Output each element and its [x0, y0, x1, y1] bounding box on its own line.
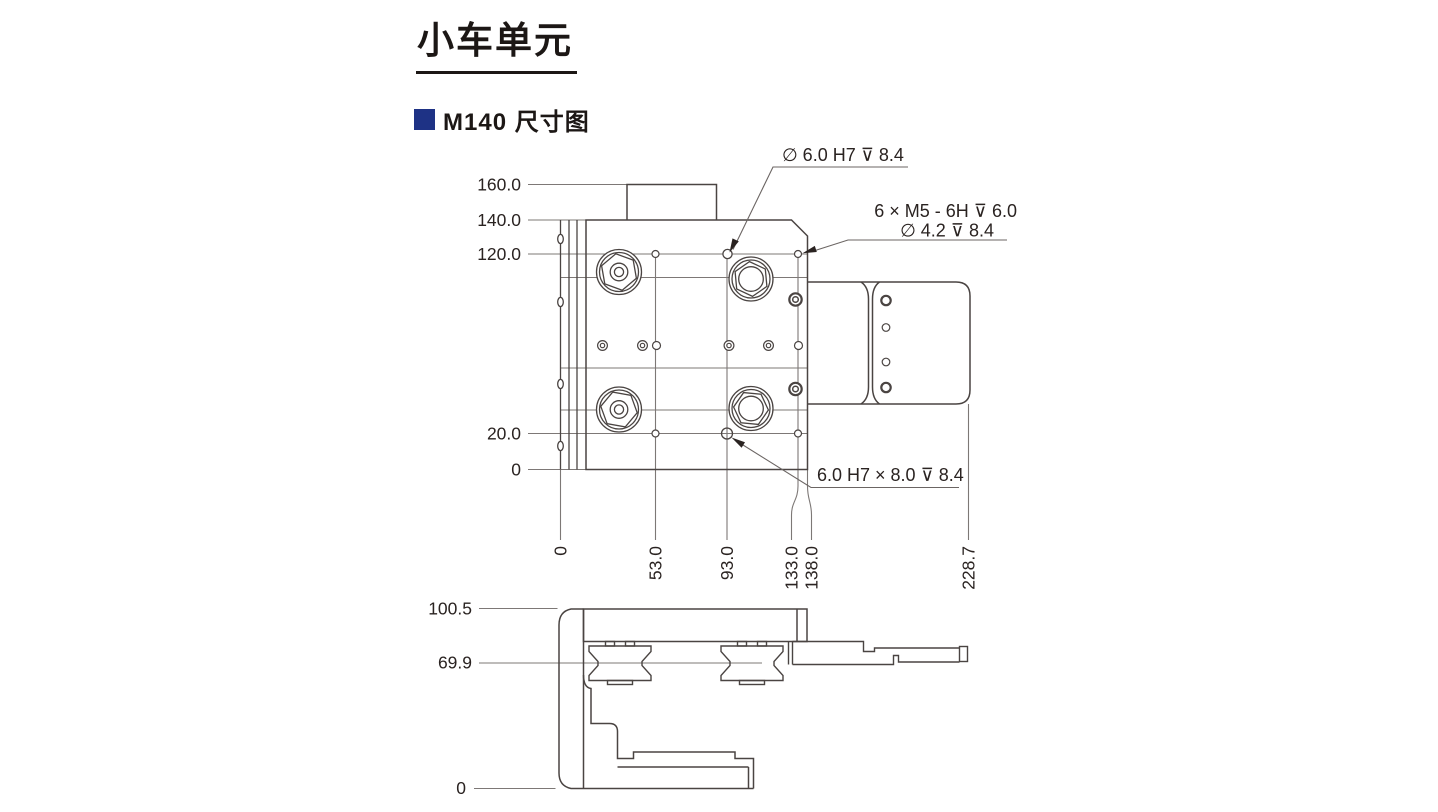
dim-label: 20.0: [487, 424, 521, 444]
dim-label: 0: [456, 778, 466, 798]
side-dim-labels: 100.5 69.9 0: [428, 599, 472, 799]
bracket-holes: [880, 294, 892, 394]
wheel-bolts: [595, 248, 774, 433]
dim-label: 0: [551, 546, 571, 556]
dim-label: 138.0: [802, 546, 822, 590]
dim-label: 133.0: [782, 546, 802, 590]
dim-labels-bottom: 0 53.0 93.0 133.0 138.0 228.7: [551, 546, 979, 590]
top-tab: [626, 183, 718, 220]
dim-labels-left: 160.0 140.0 120.0 20.0 0: [477, 175, 521, 480]
slab: [558, 608, 584, 790]
annotation-pin-hole: ∅ 6.0 H7 ⊽ 8.4: [782, 145, 904, 165]
rail-strip: [557, 220, 578, 470]
plate-holes: [596, 248, 804, 440]
annotation-leaders: [729, 166, 1007, 489]
annotation-texts: ∅ 6.0 H7 ⊽ 8.4 6 × M5 - 6H ⊽ 6.0 ∅ 4.2 ⊽…: [782, 145, 1017, 485]
dim-label: 0: [511, 460, 521, 480]
dim-label: 69.9: [438, 653, 472, 673]
plate-outline: [585, 183, 809, 471]
arrowhead: [729, 238, 739, 253]
v-rollers: [588, 640, 784, 686]
bracket-outline: [807, 281, 971, 405]
annotation-tapped-2: ∅ 4.2 ⊽ 8.4: [900, 221, 994, 241]
side-body-outline: [558, 608, 808, 790]
section-title: M140 尺寸图: [443, 109, 590, 136]
top-plate: [582, 608, 808, 643]
roller-left: [588, 645, 652, 682]
dim-label: 100.5: [428, 599, 472, 619]
dim-label: 93.0: [717, 546, 737, 580]
dowel-target-hole: [720, 427, 734, 440]
section-heading: M140 尺寸图: [414, 102, 590, 137]
annotation-dowel: 6.0 H7 × 8.0 ⊽ 8.4: [817, 465, 964, 485]
foot: [582, 674, 755, 789]
side-view: 100.5 69.9 0: [428, 599, 969, 799]
arrowhead: [802, 245, 817, 254]
side-arm-outline: [787, 640, 969, 666]
dim-label: 228.7: [959, 546, 979, 590]
section-bullet-icon: [414, 109, 435, 130]
top-view: ∅ 6.0 H7 ⊽ 8.4 6 × M5 - 6H ⊽ 6.0 ∅ 4.2 ⊽…: [477, 145, 1017, 590]
dim-label: 160.0: [477, 175, 521, 195]
side-reference-lines: [474, 607, 762, 790]
dim-label: 140.0: [477, 210, 521, 230]
arrowhead: [731, 437, 745, 448]
page-title: 小车单元: [416, 10, 577, 74]
dim-label: 53.0: [646, 546, 666, 580]
roller-right: [720, 645, 784, 682]
annotation-tapped-1: 6 × M5 - 6H ⊽ 6.0: [874, 201, 1017, 221]
dim-label: 120.0: [477, 244, 521, 264]
